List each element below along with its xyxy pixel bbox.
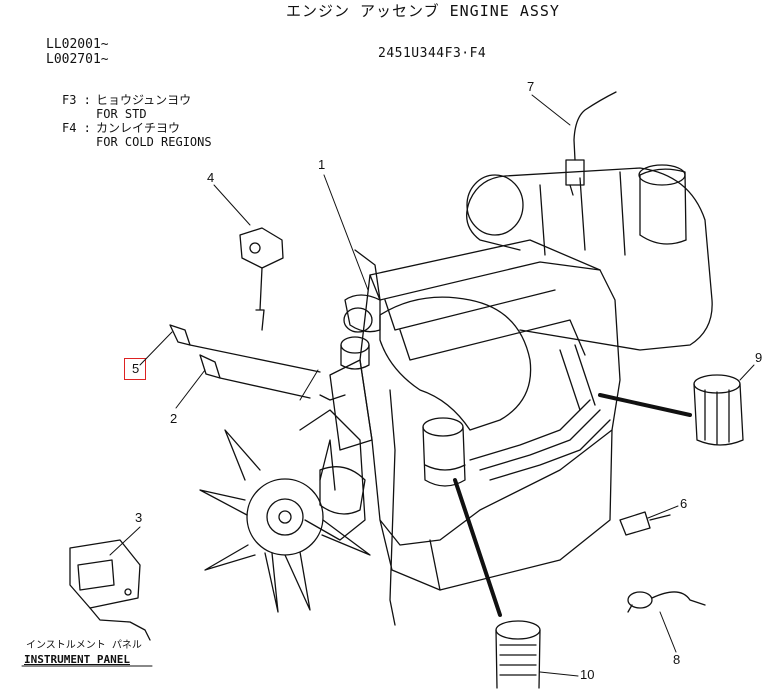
legend-f4-code: F4 : [62, 121, 91, 135]
engine-block [329, 239, 621, 591]
part-7-sensor [565, 91, 617, 196]
callout-5: 5 [132, 361, 140, 376]
air-cleaner [466, 164, 713, 351]
callout-6: 6 [680, 496, 688, 511]
legend-f4-jp: カンレイチヨウ [96, 121, 181, 135]
oil-filler [319, 336, 370, 401]
arrow-to-fuel-element [453, 478, 502, 617]
part-8-sensor [627, 591, 706, 613]
instrument-panel-en: INSTRUMENT PANEL [24, 653, 130, 666]
callout-3: 3 [135, 510, 143, 525]
legend-f3-en: FOR STD [96, 107, 147, 121]
injection-lines [469, 344, 611, 481]
callout-10: 10 [580, 667, 595, 682]
exhaust-manifold [343, 249, 532, 431]
legend-f3-jp: ヒョウジュンヨウ [96, 93, 192, 107]
arrow-to-oil-filter [598, 393, 692, 417]
callout-5-highlight [124, 358, 146, 380]
cooling-fan [199, 429, 371, 613]
part-code: 2451U344F3·F4 [378, 46, 487, 61]
fuel-filter [422, 417, 466, 487]
callout-1: 1 [318, 157, 326, 172]
serial-range-1: LL02001~ [46, 37, 109, 52]
front-cover [299, 409, 366, 541]
leader-lines [21, 94, 755, 677]
part-9-oil-filter [693, 374, 744, 446]
part-6-switch [619, 511, 671, 536]
callout-9: 9 [755, 350, 763, 365]
part-3-instrument-panel [69, 539, 151, 641]
part-5-sender [169, 324, 321, 373]
dipstick-tube [389, 389, 396, 626]
serial-range-2: L002701~ [46, 52, 109, 67]
legend-f3-code: F3 : [62, 93, 91, 107]
legend-f4-en: FOR COLD REGIONS [96, 135, 212, 149]
diagram-title: エンジン アッセンブ ENGINE ASSY [286, 2, 560, 20]
callout-4: 4 [207, 170, 215, 185]
instrument-panel-jp: インストルメント パネル [26, 640, 142, 651]
callout-7: 7 [527, 79, 535, 94]
part-2-sender [199, 354, 311, 399]
callout-2: 2 [170, 411, 178, 426]
part-4-sensor [239, 227, 284, 331]
callout-8: 8 [673, 652, 681, 667]
part-10-fuel-element [495, 620, 541, 689]
